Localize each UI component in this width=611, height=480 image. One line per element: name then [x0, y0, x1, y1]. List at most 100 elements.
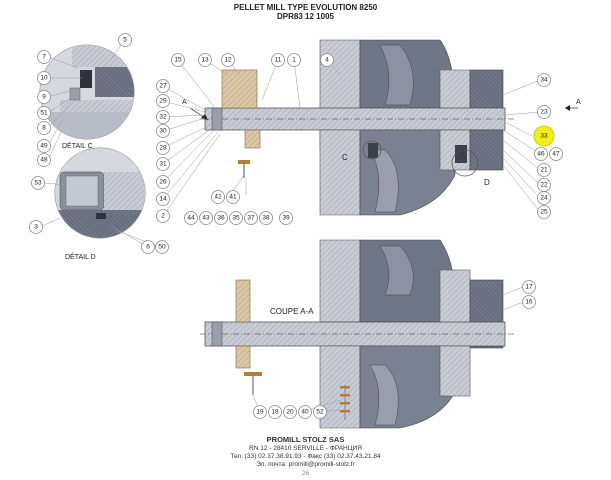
callout-46: 46 [534, 147, 548, 161]
callout-35: 35 [229, 211, 243, 225]
callout-49: 49 [37, 139, 51, 153]
svg-text:47: 47 [552, 151, 560, 158]
svg-text:15: 15 [174, 57, 182, 64]
callout-31: 31 [156, 157, 170, 171]
callout-40: 40 [298, 405, 312, 419]
callout-32: 32 [156, 110, 170, 124]
svg-text:21: 21 [540, 167, 548, 174]
svg-text:27: 27 [159, 83, 167, 90]
callout-7: 7 [37, 50, 51, 64]
callout-6: 6 [141, 240, 155, 254]
svg-text:39: 39 [282, 215, 290, 222]
callout-17: 17 [522, 280, 536, 294]
callout-9: 9 [37, 90, 51, 104]
callout-8: 8 [37, 121, 51, 135]
callout-2: 2 [156, 209, 170, 223]
callout-27: 27 [156, 79, 170, 93]
svg-text:37: 37 [247, 215, 255, 222]
svg-text:8: 8 [42, 125, 46, 132]
svg-text:52: 52 [316, 409, 324, 416]
detail-c-label: DÉTAIL C [62, 141, 93, 150]
svg-text:49: 49 [40, 143, 48, 150]
callout-21: 21 [537, 163, 551, 177]
svg-text:6: 6 [146, 244, 150, 251]
section-arrow-a-right: A [576, 99, 581, 106]
svg-text:28: 28 [159, 145, 167, 152]
callout-16: 16 [522, 295, 536, 309]
svg-text:41: 41 [229, 194, 237, 201]
callout-26: 26 [156, 175, 170, 189]
callout-25: 25 [537, 205, 551, 219]
callout-36: 36 [214, 211, 228, 225]
svg-text:4: 4 [325, 57, 329, 64]
callout-5: 5 [118, 33, 132, 47]
svg-text:30: 30 [159, 128, 167, 135]
footer-company: PROMILL STOLZ SAS [266, 435, 345, 444]
svg-text:20: 20 [286, 409, 294, 416]
callout-43: 43 [199, 211, 213, 225]
detail-d-view [54, 147, 146, 239]
drawing-title: PELLET MILL TYPE EVOLUTION 8250 [233, 3, 378, 12]
section-a-a-view [200, 239, 515, 429]
callout-34: 34 [537, 73, 551, 87]
callout-51: 51 [37, 106, 51, 120]
svg-text:31: 31 [159, 161, 167, 168]
callout-22: 22 [537, 178, 551, 192]
svg-text:7: 7 [42, 54, 46, 61]
callout-29: 29 [156, 94, 170, 108]
callout-38: 38 [259, 211, 273, 225]
svg-text:11: 11 [275, 57, 282, 64]
svg-text:5: 5 [123, 37, 127, 44]
svg-text:23: 23 [540, 109, 548, 116]
drawing-number: DPR83 12 1005 [277, 12, 334, 21]
callout-3: 3 [29, 220, 43, 234]
svg-text:29: 29 [159, 98, 167, 105]
footer-address: RN 12 - 28410 SERVILLE - ФРАНЦИЯ [249, 445, 362, 452]
svg-text:24: 24 [540, 195, 548, 202]
svg-text:42: 42 [214, 194, 222, 201]
callout-13: 13 [198, 53, 212, 67]
svg-text:33: 33 [540, 133, 548, 140]
callout-28: 28 [156, 141, 170, 155]
callout-14: 14 [156, 192, 170, 206]
section-a-a-label: COUPE A-A [270, 307, 314, 316]
callout-12: 12 [221, 53, 235, 67]
svg-text:35: 35 [232, 215, 240, 222]
svg-text:25: 25 [540, 209, 548, 216]
svg-text:14: 14 [159, 196, 167, 203]
callout-48: 48 [37, 153, 51, 167]
svg-text:18: 18 [271, 409, 279, 416]
svg-text:36: 36 [217, 215, 225, 222]
section-arrow-a-left: A [182, 99, 187, 106]
callout-20: 20 [283, 405, 297, 419]
svg-text:22: 22 [540, 182, 548, 189]
callout-11: 11 [271, 53, 285, 67]
svg-text:44: 44 [187, 215, 195, 222]
svg-text:19: 19 [256, 409, 264, 416]
callout-41: 41 [226, 190, 240, 204]
svg-text:32: 32 [159, 114, 167, 121]
detail-d-marker: D [484, 178, 490, 187]
page-number: 26 [301, 470, 310, 477]
callout-1: 1 [287, 53, 301, 67]
callout-42: 42 [211, 190, 225, 204]
svg-text:46: 46 [537, 151, 545, 158]
callout-33-highlighted: 33 [533, 125, 555, 147]
footer-email: Эл. почта: promill@promill-stolz.fr [256, 461, 355, 468]
callout-50: 50 [155, 240, 169, 254]
detail-c-marker: C [342, 153, 348, 162]
svg-text:3: 3 [34, 224, 38, 231]
callout-39: 39 [279, 211, 293, 225]
callout-23: 23 [537, 105, 551, 119]
svg-text:16: 16 [525, 299, 533, 306]
svg-text:43: 43 [202, 215, 210, 222]
callout-19: 19 [253, 405, 267, 419]
callout-53: 53 [31, 176, 45, 190]
detail-d-label: DÉTAIL D [65, 252, 96, 261]
svg-text:1: 1 [292, 57, 296, 64]
svg-text:13: 13 [201, 57, 209, 64]
svg-text:2: 2 [161, 213, 165, 220]
svg-text:26: 26 [159, 179, 167, 186]
svg-text:9: 9 [42, 94, 46, 101]
